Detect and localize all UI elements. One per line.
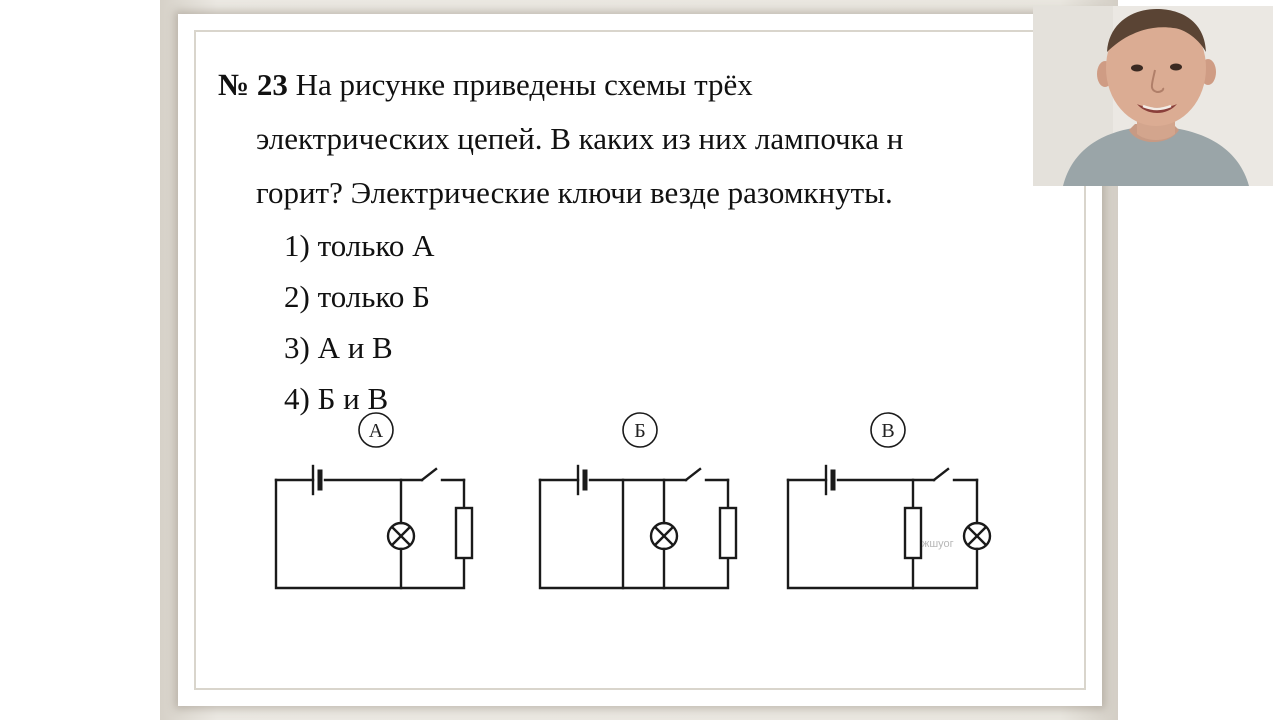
circuit-c-switch [932, 467, 950, 482]
circuit-c-lamp [962, 521, 992, 551]
circuit-b: Б [538, 412, 738, 590]
circuit-a-label-text: А [369, 420, 384, 442]
circuit-b-label-text: Б [634, 420, 645, 442]
circuit-c-label-text: В [881, 420, 894, 442]
circuit-b-switch [684, 467, 702, 482]
circuit-b-frame [538, 478, 730, 590]
question-line-3: горит? Электрические ключи везде разомкн… [256, 175, 893, 210]
answer-option-1: 1) только А [284, 228, 435, 263]
circuit-c-frame [786, 478, 979, 590]
circuit-b-resistor [718, 506, 738, 560]
circuit-a-label: А [358, 412, 394, 448]
watermark: жшуог [922, 538, 954, 550]
circuit-c-label: В [870, 412, 906, 448]
circuit-a-frame [274, 478, 466, 590]
answer-options: 1) только А 2) только Б 3) А и В 4) Б и … [284, 220, 435, 424]
slide-content-area [178, 14, 1102, 706]
answer-option-2: 2) только Б [284, 279, 430, 314]
circuit-a-resistor [454, 506, 474, 560]
circuit-c: В [786, 412, 992, 590]
circuit-a-switch [420, 467, 438, 482]
circuit-b-label: Б [622, 412, 658, 448]
circuit-a-lamp [386, 521, 416, 551]
question-line-2: электрических цепей. В каких из них ламп… [256, 121, 904, 156]
circuit-c-resistor [903, 506, 923, 560]
answer-option-4: 4) Б и В [284, 381, 389, 416]
answer-option-3: 3) А и В [284, 330, 393, 365]
webcam-overlay [1033, 6, 1273, 186]
question-text: № 23 На рисунке приведены схемы трёх эле… [218, 58, 1048, 220]
presenter-portrait [1033, 6, 1273, 186]
circuit-b-lamp [649, 521, 679, 551]
circuit-a: А [274, 412, 474, 590]
question-number: № 23 [218, 67, 288, 102]
question-line-1: На рисунке приведены схемы трёх [295, 67, 753, 102]
